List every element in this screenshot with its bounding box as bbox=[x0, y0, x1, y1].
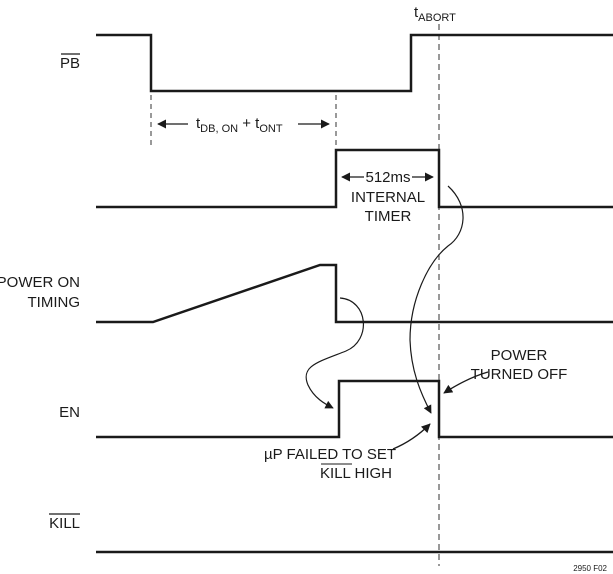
t-abort-label: tABORT bbox=[414, 4, 456, 24]
tdb-plus-t: + t bbox=[238, 115, 260, 132]
timer-duration-label: 512ms bbox=[365, 169, 410, 186]
power-on-label-line2: TIMING bbox=[28, 294, 81, 311]
en-waveform bbox=[96, 379, 613, 439]
internal-timer-label-line2: TIMER bbox=[365, 208, 412, 225]
up-failed-label-line1: µP FAILED TO SET bbox=[264, 446, 396, 463]
tdb-t: t bbox=[196, 115, 201, 132]
internal-timer-label-line1: INTERNAL bbox=[351, 189, 425, 206]
tdb-ont-label: tDB, ON + tONT bbox=[196, 115, 283, 135]
power-on-label-line1: POWER ON bbox=[0, 274, 80, 291]
en-signal-label: EN bbox=[59, 404, 80, 421]
internal-timer-waveform bbox=[96, 148, 613, 209]
power-on-to-en-arrow bbox=[305, 297, 364, 409]
tont-subscript: ONT bbox=[259, 123, 283, 135]
power-on-timing-waveform bbox=[96, 263, 613, 324]
power-off-label-line1: POWER bbox=[491, 347, 548, 364]
pb-waveform bbox=[96, 33, 613, 93]
pb-signal-label: PB bbox=[60, 55, 80, 72]
power-off-pointer-arrow bbox=[443, 371, 489, 394]
up-failed-pointer-arrow bbox=[392, 423, 431, 450]
figure-id-label: 2950 F02 bbox=[573, 564, 607, 573]
up-failed-label-line2: KILL HIGH bbox=[320, 465, 392, 482]
t-abort-main: t bbox=[414, 4, 419, 21]
t-abort-subscript: ABORT bbox=[418, 12, 456, 24]
timer-to-en-arrow bbox=[409, 185, 464, 414]
power-off-label-line2: TURNED OFF bbox=[471, 366, 568, 383]
tdb-subscript: DB, ON bbox=[200, 123, 238, 135]
kill-signal-label: KILL bbox=[49, 515, 80, 532]
